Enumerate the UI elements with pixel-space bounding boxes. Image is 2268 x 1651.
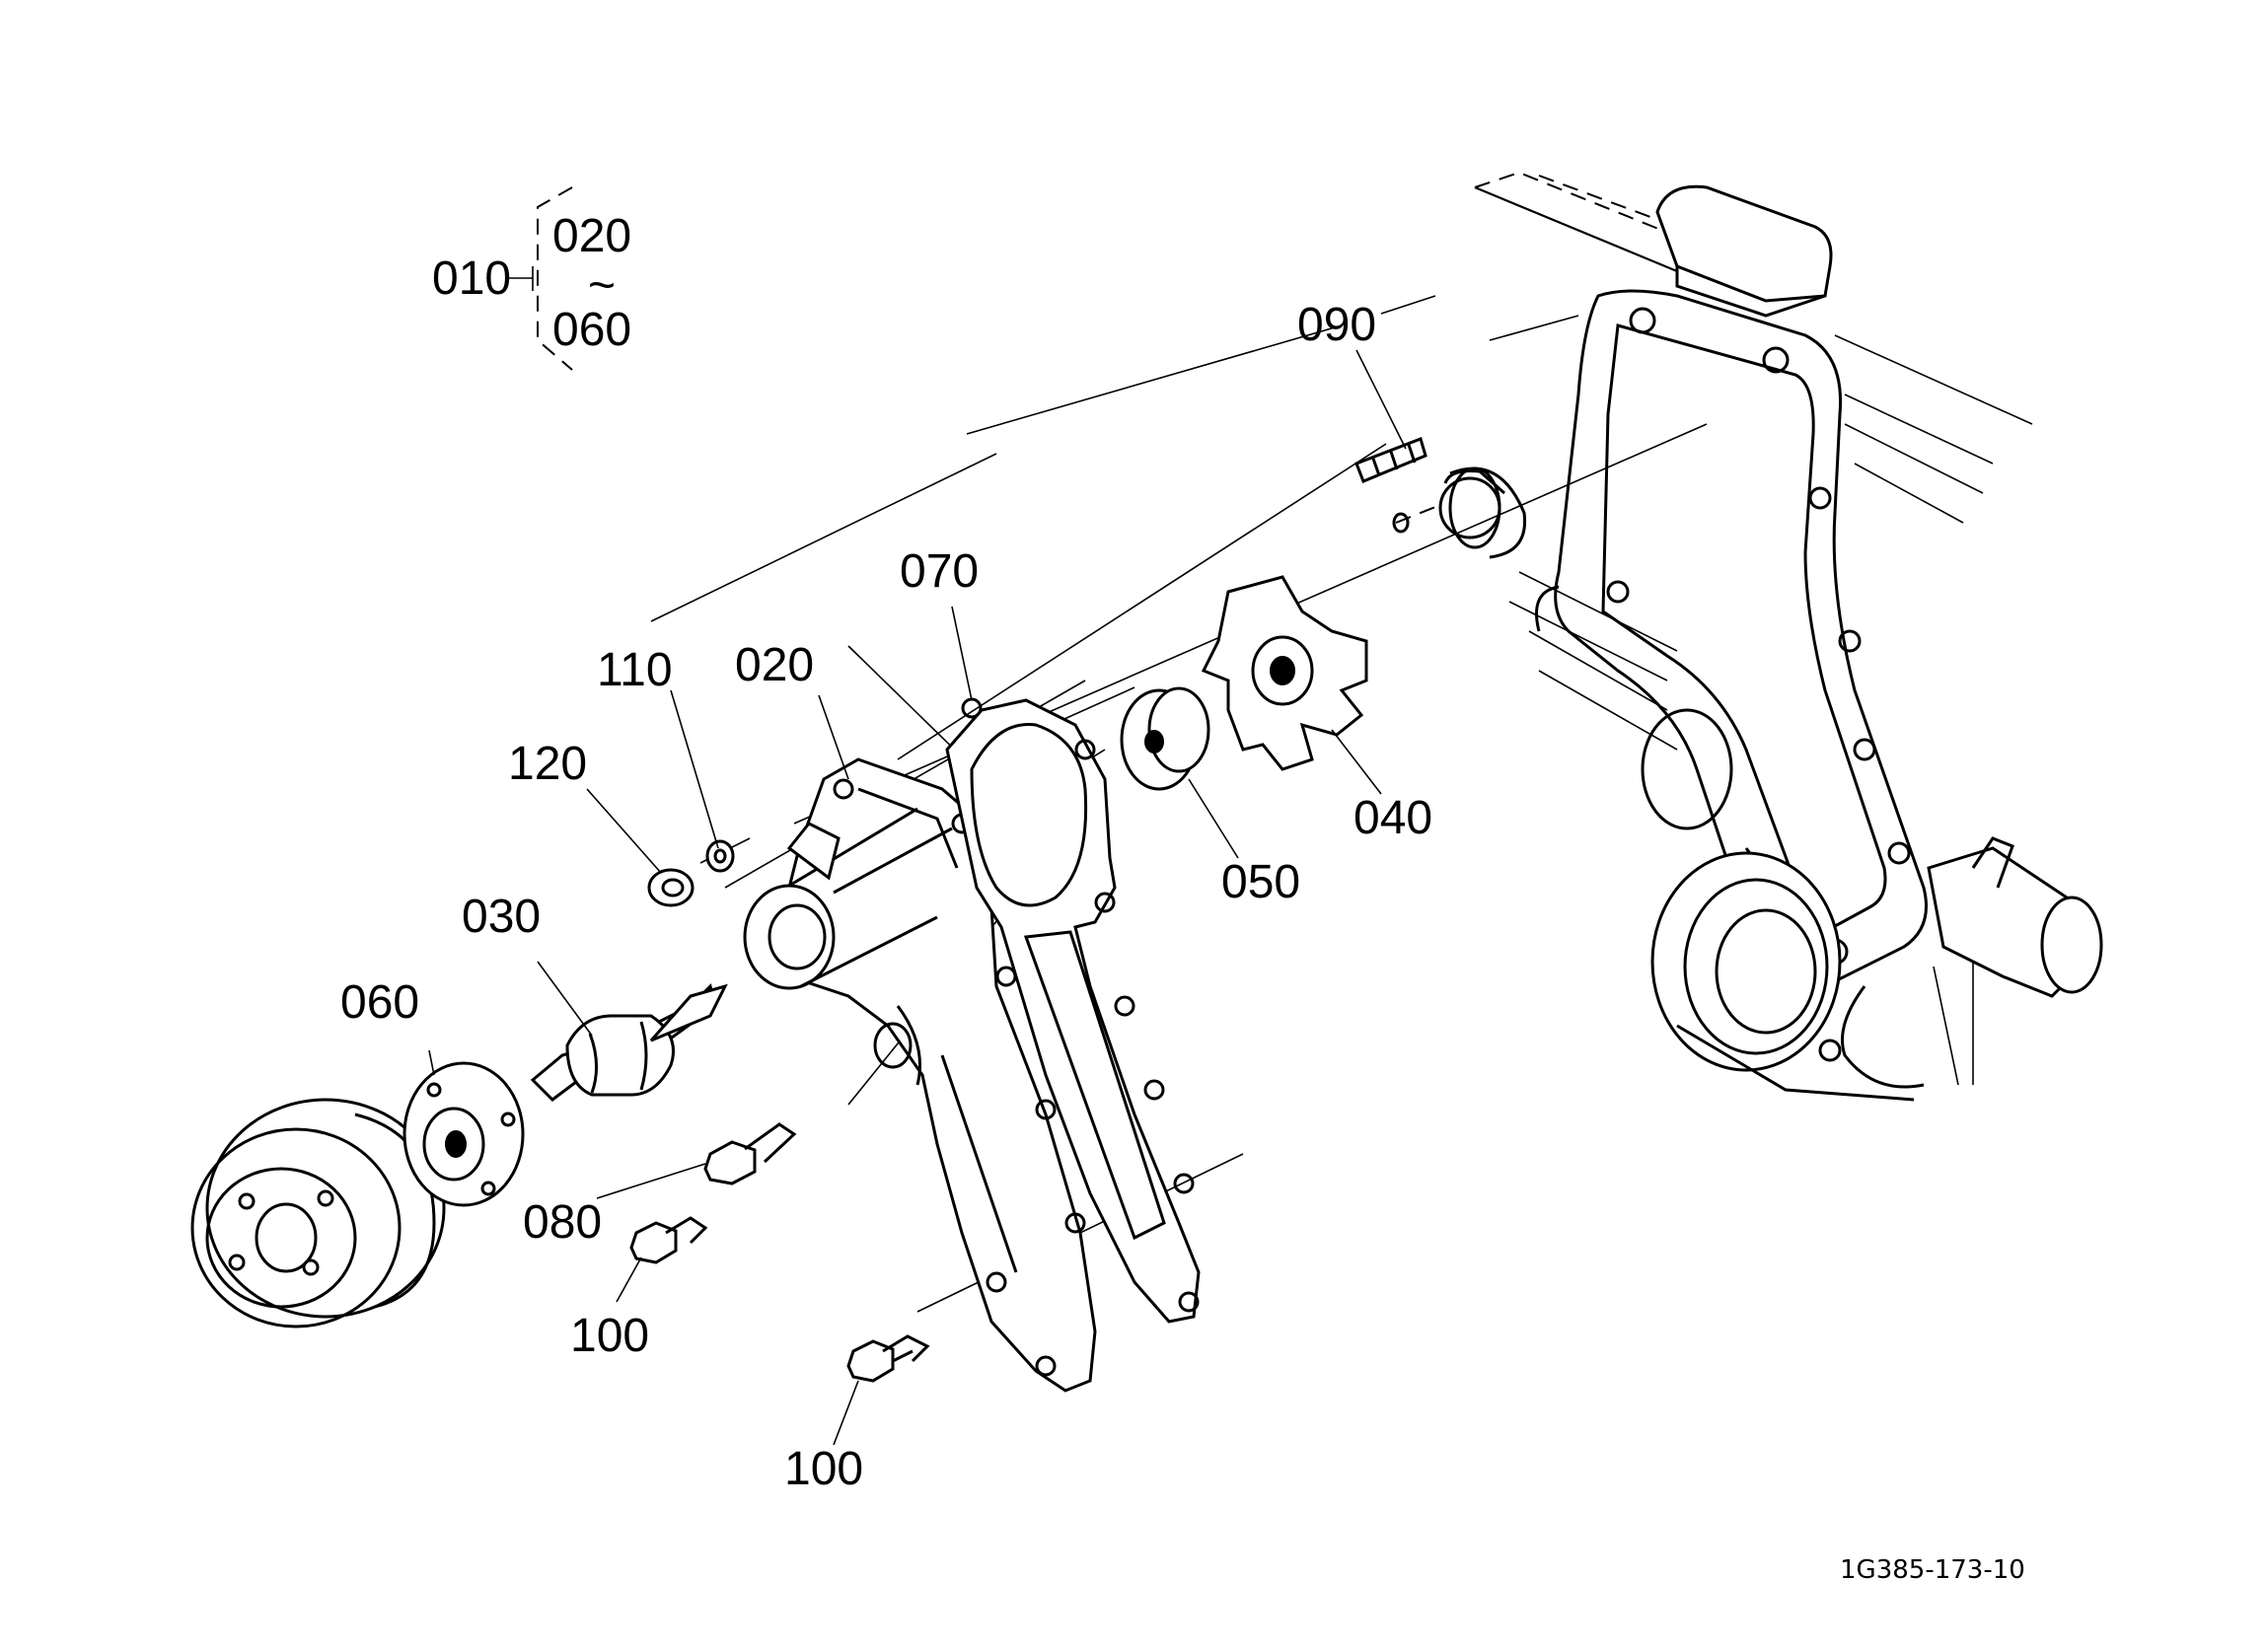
callout-120: 120: [508, 738, 587, 790]
pulley: [190, 1098, 446, 1328]
assembly-axis-lines: [650, 295, 1708, 1313]
mechanical-seal-050: [1120, 686, 1210, 791]
gasket-070: [945, 697, 1201, 1324]
callout-080: 080: [523, 1196, 602, 1249]
nut-120: [647, 868, 695, 907]
shaft-bearing-030: [530, 983, 728, 1102]
engine-gear-case: [1438, 171, 2103, 1102]
callout-060-range-end: 060: [552, 304, 631, 356]
callout-020: 020: [735, 639, 814, 691]
engine-port-ring: [1448, 467, 1527, 559]
callout-010: 010: [432, 252, 511, 305]
callout-100-upper: 100: [570, 1310, 649, 1362]
hub-flange-060: [402, 1061, 525, 1207]
callout-070: 070: [900, 545, 979, 598]
leader-lines: [428, 349, 1407, 1446]
bolt-100-upper: [629, 1216, 708, 1264]
bolt-080: [703, 1122, 797, 1185]
drawing-number: 1G385-173-10: [1840, 1555, 2025, 1585]
group-callout: 010 020 ~ 060: [432, 210, 631, 356]
callout-050: 050: [1221, 856, 1300, 908]
callout-110: 110: [597, 644, 673, 696]
callout-090: 090: [1297, 299, 1376, 351]
dowel-pin-090: [1354, 437, 1441, 534]
callout-060: 060: [340, 976, 419, 1029]
callout-100-lower: 100: [784, 1443, 863, 1495]
part-callouts: 090 070 110 020 120 030 060 040 050 080 …: [340, 299, 1432, 1495]
callout-040: 040: [1353, 792, 1432, 844]
impeller-040: [1201, 575, 1368, 771]
group-bracket: [508, 186, 573, 371]
range-symbol: ~: [588, 259, 616, 312]
washer-110: [705, 839, 735, 873]
bolt-100-lower: [846, 1334, 930, 1383]
callout-030: 030: [462, 891, 541, 943]
callout-020-range-start: 020: [552, 210, 631, 262]
